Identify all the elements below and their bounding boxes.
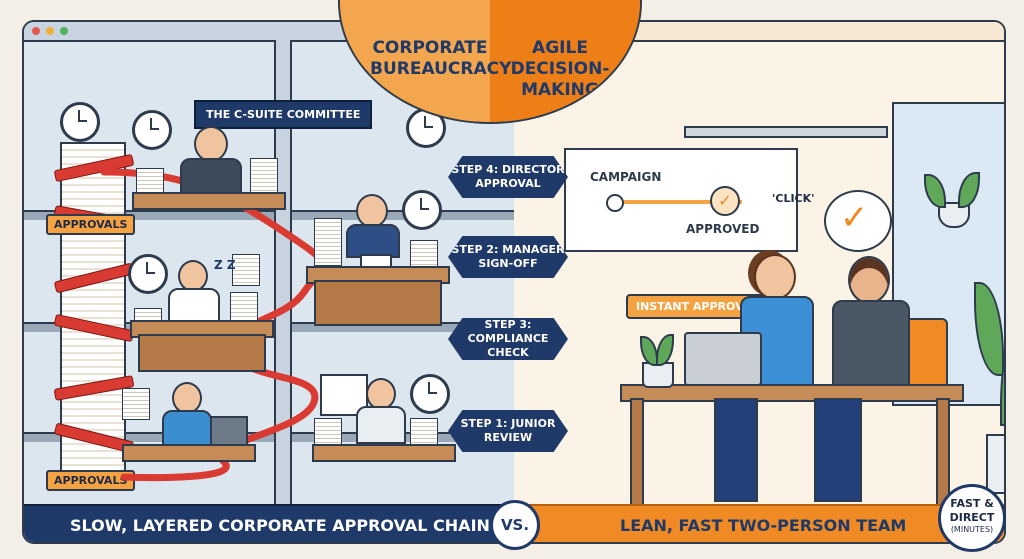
fast-direct-badge: FAST & DIRECT (MINUTES) xyxy=(938,484,1006,552)
executive-body xyxy=(180,158,242,196)
badge-line-3: (MINUTES) xyxy=(950,525,994,534)
click-speech-bubble: ✓ xyxy=(824,190,892,252)
bureaucracy-scene: APPROVALS APPROVALS THE C-SUITE COMMITTE… xyxy=(24,22,514,542)
executive-desk xyxy=(132,192,286,210)
right-caption-bar: LEAN, FAST TWO-PERSON TEAM xyxy=(514,504,1004,542)
header-left-title: CORPORATE BUREAUCRACY xyxy=(370,38,512,79)
woman-head xyxy=(754,254,796,300)
document-icon xyxy=(250,158,278,196)
snore-text: Z Z xyxy=(214,258,236,272)
reviewer-desk xyxy=(312,444,456,462)
header-badge: CORPORATE BUREAUCRACY AGILE DECISION-MAK… xyxy=(338,0,642,124)
man-head xyxy=(848,256,890,304)
clock-icon xyxy=(60,102,100,142)
step-1-junior-review: STEP 1: JUNIOR REVIEW xyxy=(448,410,568,452)
manager-desk-front xyxy=(314,280,442,326)
header-right-half xyxy=(490,0,640,122)
document-icon xyxy=(410,418,438,446)
document-icon xyxy=(122,388,150,420)
clock-icon xyxy=(132,110,172,150)
worker-head xyxy=(178,260,208,292)
team-table xyxy=(620,384,964,402)
worker-desk-front xyxy=(138,334,266,372)
man-legs xyxy=(814,398,862,502)
man-body xyxy=(832,300,910,392)
step-4-director-approval: STEP 4: DIRECTOR APPROVAL xyxy=(448,156,568,198)
checkmark-icon: ✓ xyxy=(710,186,740,216)
clock-icon xyxy=(410,374,450,414)
checkmark-icon: ✓ xyxy=(840,198,869,238)
reviewer-head xyxy=(366,378,396,410)
approvals-label-top: APPROVALS xyxy=(46,214,136,235)
minimize-dot-icon xyxy=(46,27,54,35)
clock-icon xyxy=(128,254,168,294)
manager-head xyxy=(356,194,388,228)
progress-start-node xyxy=(606,194,624,212)
badge-line-1: FAST & xyxy=(950,497,994,510)
left-caption-bar: SLOW, LAYERED CORPORATE APPROVAL CHAIN xyxy=(24,504,514,542)
laptop-icon xyxy=(684,332,762,386)
clock-icon xyxy=(402,190,442,230)
floor-level-3 xyxy=(24,210,514,220)
left-caption: SLOW, LAYERED CORPORATE APPROVAL CHAIN xyxy=(70,516,490,535)
table-leg xyxy=(630,398,644,508)
manager-body xyxy=(346,224,400,258)
illustration-frame: APPROVALS APPROVALS THE C-SUITE COMMITTE… xyxy=(22,20,1006,544)
office-pillar xyxy=(274,40,292,504)
document-icon xyxy=(230,292,258,324)
badge-line-2: DIRECT xyxy=(949,511,995,524)
maximize-dot-icon xyxy=(60,27,68,35)
right-caption: LEAN, FAST TWO-PERSON TEAM xyxy=(620,516,907,535)
floor-plant-icon xyxy=(986,434,1004,494)
document-icon xyxy=(314,218,342,266)
approvals-label-bottom: APPROVALS xyxy=(46,470,136,491)
reviewer-body xyxy=(356,406,406,444)
header-right-title: AGILE DECISION-MAKING xyxy=(510,38,610,100)
document-icon xyxy=(232,254,260,286)
woman-legs xyxy=(714,398,758,502)
ceiling-lamp xyxy=(684,126,888,138)
step-3-compliance-check: STEP 3: COMPLIANCE CHECK xyxy=(448,318,568,360)
monitor-icon xyxy=(210,416,248,446)
vs-badge: VS. xyxy=(490,500,540,550)
campaign-label: CAMPAIGN xyxy=(590,170,662,184)
click-label: 'CLICK' xyxy=(772,192,815,205)
junior-body xyxy=(162,410,212,446)
step-2-manager-sign-off: STEP 2: MANAGER SIGN-OFF xyxy=(448,236,568,278)
approved-label: APPROVED xyxy=(686,222,760,236)
document-icon xyxy=(314,418,342,446)
header-left-half xyxy=(340,0,490,122)
document-icon xyxy=(410,240,438,270)
campaign-card: CAMPAIGN ✓ APPROVED xyxy=(564,148,798,252)
table-leg xyxy=(936,398,950,508)
progress-track xyxy=(612,200,742,204)
executive-head xyxy=(194,126,228,162)
junior-desk xyxy=(122,444,256,462)
close-dot-icon xyxy=(32,27,40,35)
worker-body xyxy=(168,288,220,322)
